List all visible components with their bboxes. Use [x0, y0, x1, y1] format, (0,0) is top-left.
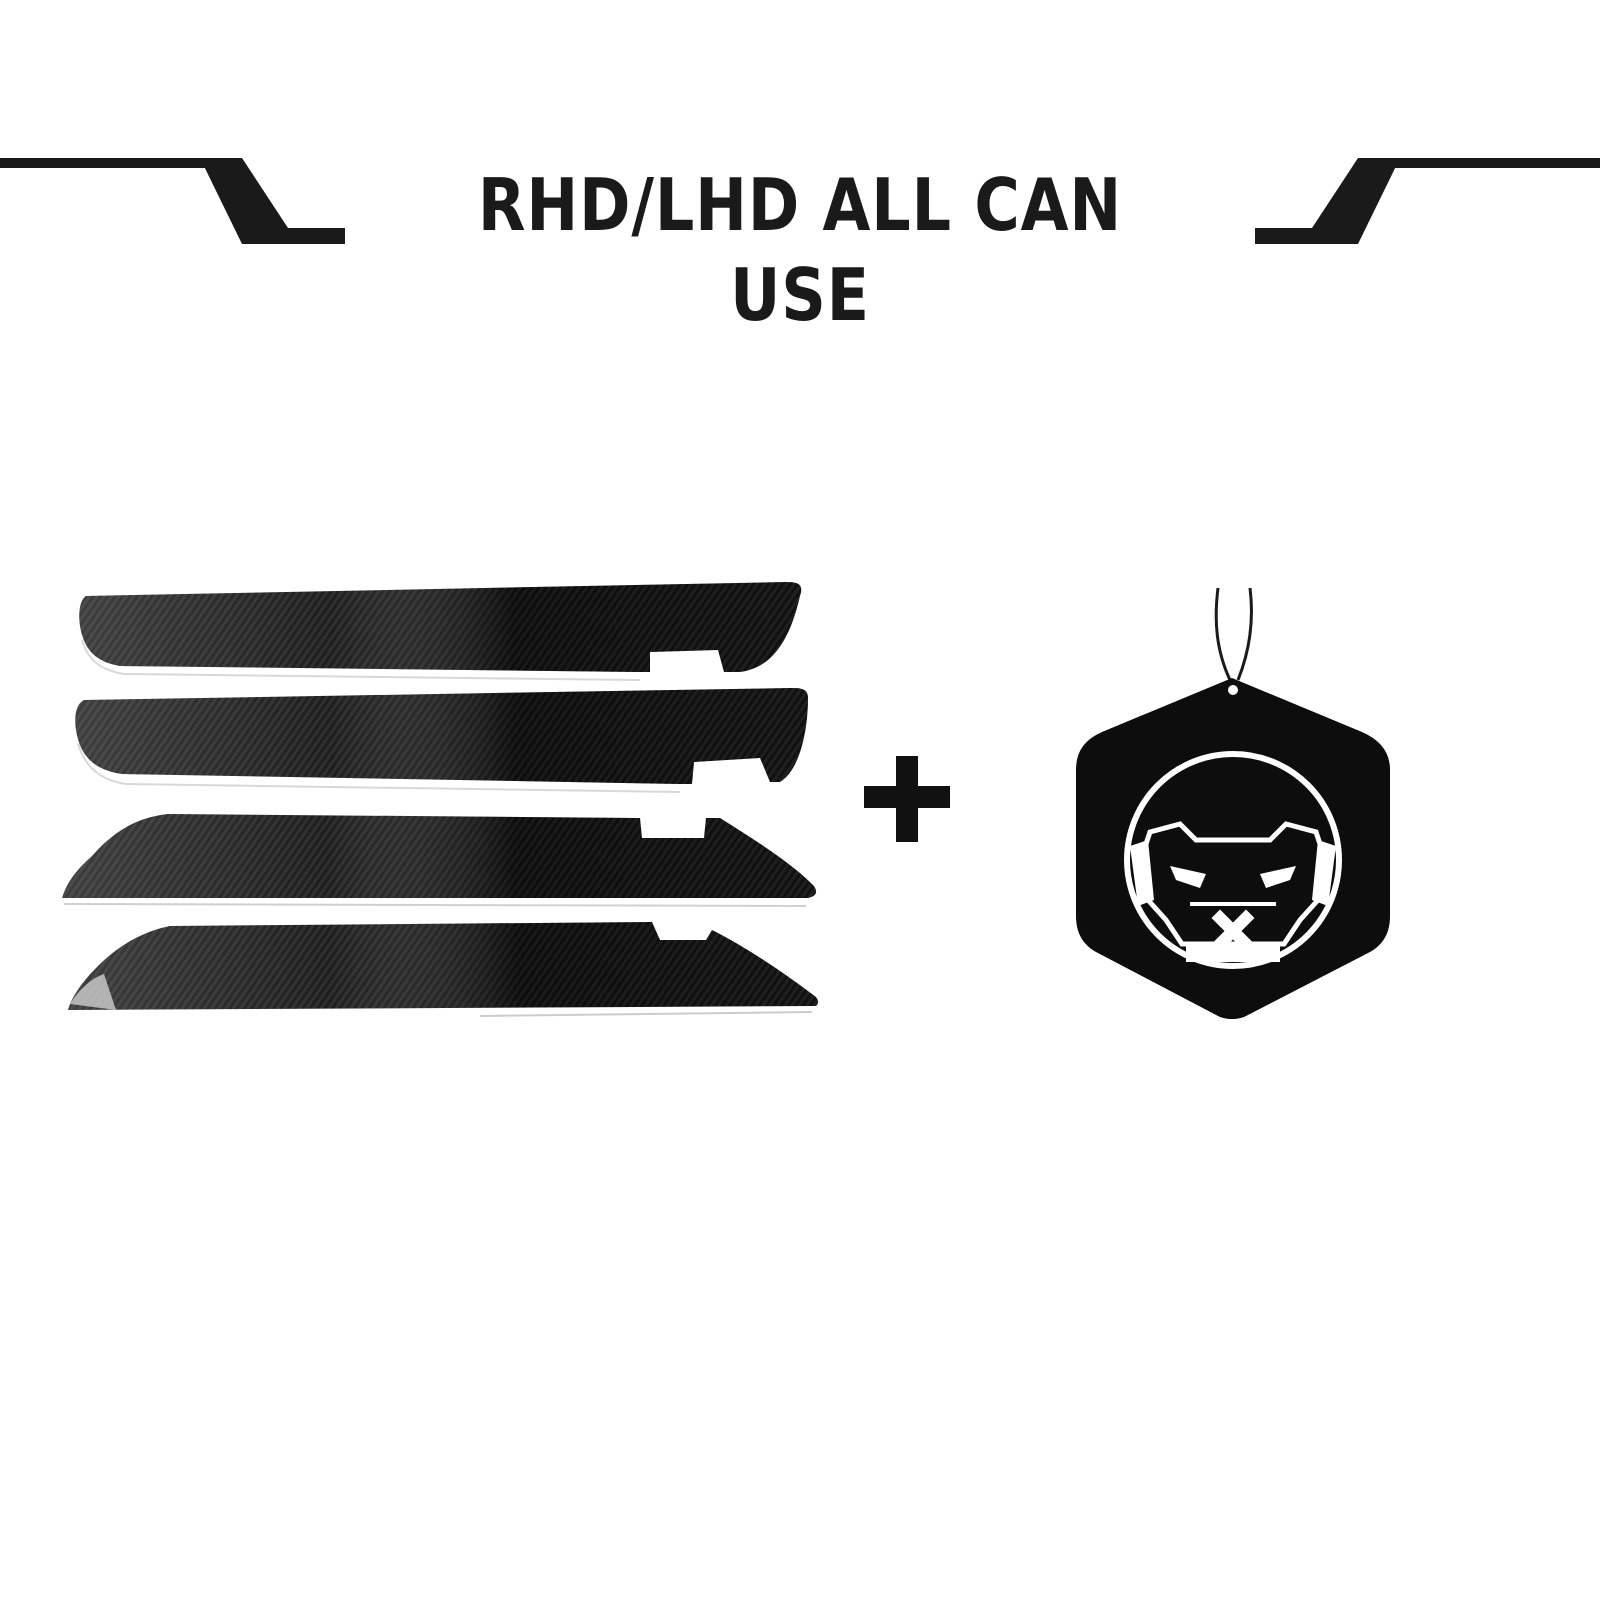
banner-left-bar: [0, 158, 345, 244]
helmet-graphic: [1130, 821, 1336, 962]
banner-title: RHD/LHD ALL CAN USE: [477, 163, 1123, 337]
plus-icon: [864, 756, 950, 842]
trim-strip-1: [79, 582, 802, 681]
helmet-air-freshener-icon: [1076, 587, 1390, 1019]
banner-right-bar: [1255, 158, 1600, 244]
trim-strip-2: [75, 688, 809, 793]
carbon-fiber-trim-strips-icon: [62, 582, 819, 1017]
trim-strip-4: [68, 922, 819, 1017]
trim-strip-3: [62, 814, 817, 907]
